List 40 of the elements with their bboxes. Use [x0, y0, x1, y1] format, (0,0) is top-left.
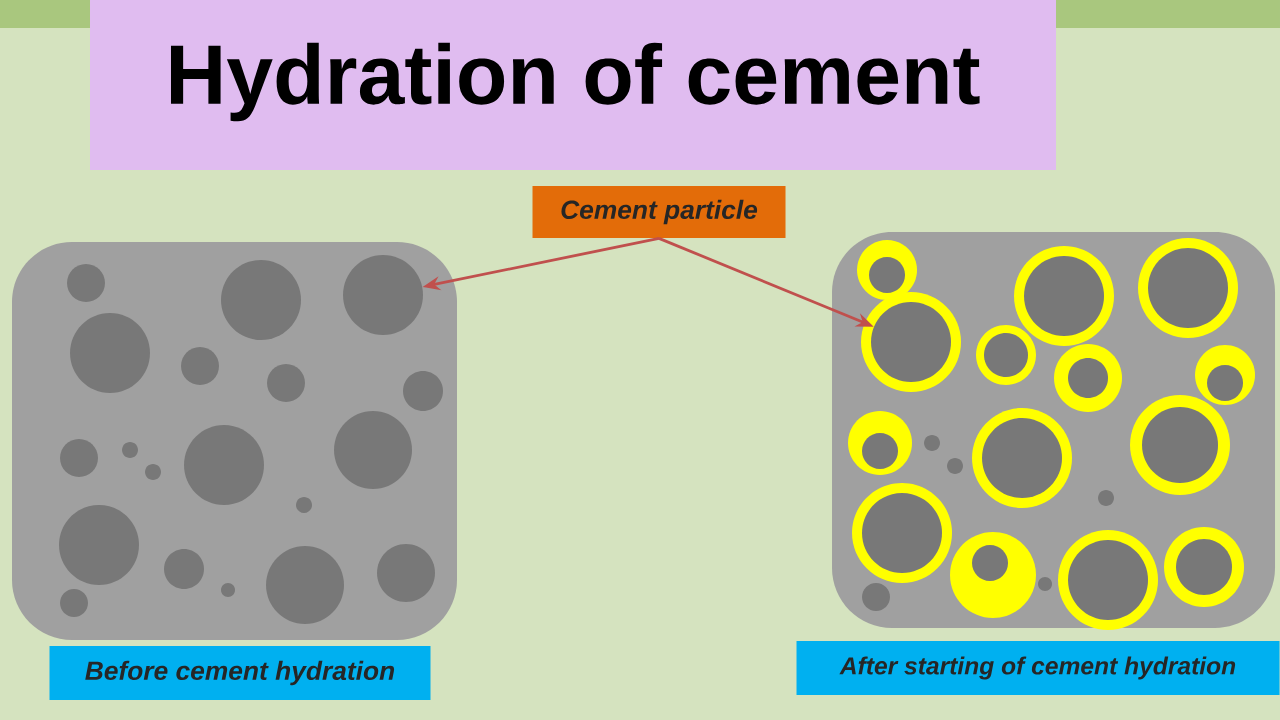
cement-particle	[145, 464, 161, 480]
cement-particle	[972, 408, 1072, 508]
cement-particle	[947, 458, 963, 474]
cement-particle	[976, 325, 1036, 385]
cement-particle	[1054, 344, 1122, 412]
cement-particle	[184, 425, 264, 505]
cement-particle	[60, 439, 98, 477]
caption-box: After starting of cement hydration	[796, 641, 1280, 695]
cement-particle	[1138, 238, 1238, 338]
cement-particle	[70, 313, 150, 393]
cement-particle	[59, 505, 139, 585]
caption-box: Before cement hydration	[49, 646, 431, 700]
cement-particle	[1058, 530, 1158, 630]
cement-particle	[848, 411, 912, 475]
cement-particle	[403, 371, 443, 411]
title-banner: Hydration of cement	[90, 0, 1056, 170]
cement-particle	[377, 544, 435, 602]
cement-particle	[60, 589, 88, 617]
cement-particle	[164, 549, 204, 589]
cement-particle	[857, 240, 917, 300]
cement-particle	[122, 442, 138, 458]
cement-particle	[267, 364, 305, 402]
cement-particle	[852, 483, 952, 583]
cement-particle	[221, 583, 235, 597]
cement-particle	[1038, 577, 1052, 591]
cement-particle	[266, 546, 344, 624]
cement-particle	[334, 411, 412, 489]
cement-particle	[924, 435, 940, 451]
process-label: Cement particle	[532, 186, 786, 238]
cement-particle	[1164, 527, 1244, 607]
cement-particle	[1130, 395, 1230, 495]
cement-particle	[67, 264, 105, 302]
cement-particle	[343, 255, 423, 335]
cement-particle	[221, 260, 301, 340]
cement-particle	[950, 532, 1036, 618]
cement-particle	[181, 347, 219, 385]
cement-particle	[1195, 345, 1255, 405]
cement-particle	[1098, 490, 1114, 506]
cement-particle	[862, 583, 890, 611]
cement-particle	[296, 497, 312, 513]
